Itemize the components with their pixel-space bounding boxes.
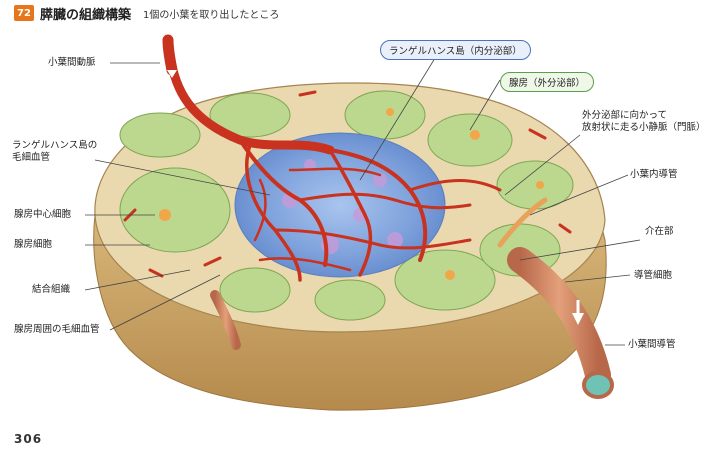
chapter-badge: 72 — [14, 5, 34, 21]
label-islet: ランゲルハンス島（内分泌部） — [380, 40, 531, 60]
label-interlobular-duct: 小葉間導管 — [628, 339, 676, 350]
periacinar-capillaries — [123, 90, 572, 278]
label-centroacinar-cell: 腺房中心細胞 — [14, 209, 72, 220]
page-title: 膵臓の組織構築 — [40, 7, 132, 23]
page-subtitle: 1個の小葉を取り出したところ — [143, 9, 280, 21]
acini — [119, 90, 574, 321]
label-acinus: 腺房（外分泌部） — [500, 72, 595, 92]
intralobular-duct-vessel — [497, 197, 548, 248]
page-number: 306 — [14, 432, 43, 446]
artery-flow-arrow-icon — [167, 70, 177, 78]
label-periacinar-capillary: 腺房周囲の毛細血管 — [14, 324, 100, 335]
label-interlobular-artery: 小葉間動脈 — [48, 57, 96, 68]
label-connective-tissue: 結合組織 — [32, 284, 71, 295]
interlobular-artery-vessel — [162, 34, 178, 76]
duct-lumen — [582, 371, 614, 399]
label-intercalated-duct: 介在部 — [645, 226, 674, 237]
small-duct-vessel — [210, 290, 241, 350]
label-venule: 外分泌部に向かって 放射状に走る小静脈（門脈） — [582, 110, 706, 133]
label-duct-cell: 導管細胞 — [634, 270, 673, 281]
label-intralobular-duct: 小葉内導管 — [630, 169, 678, 180]
duct-flow-arrow-icon — [572, 313, 584, 325]
acini-centers — [159, 108, 544, 280]
interlobular-duct-vessel — [507, 247, 611, 388]
label-acinar-cell: 腺房細胞 — [14, 239, 53, 250]
artery-network — [165, 50, 502, 282]
page-header: 72 膵臓の組織構築 1個の小葉を取り出したところ — [14, 4, 280, 23]
leader-lines — [84, 49, 641, 346]
label-islet-capillary: ランゲルハンス島の 毛細血管 — [12, 140, 98, 163]
